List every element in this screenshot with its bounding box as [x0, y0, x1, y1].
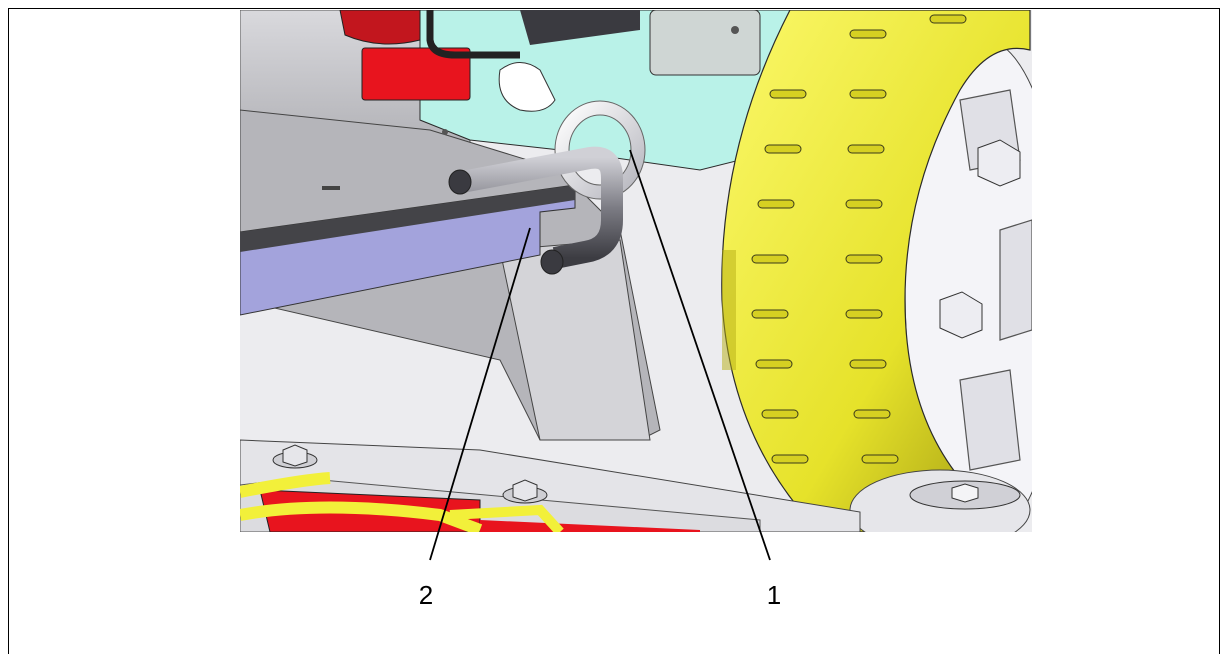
tread-slot	[849, 29, 887, 39]
reflector	[361, 47, 471, 101]
tow-ring-outline	[554, 100, 646, 200]
lamp-cable	[426, 10, 520, 59]
axle-bolt	[951, 483, 979, 503]
red-strip	[480, 520, 700, 532]
lamp-housing	[520, 10, 640, 45]
tread-slot	[849, 89, 887, 99]
bracket-hole	[498, 62, 556, 112]
callout-1: 1	[767, 580, 781, 610]
leader-line-2	[429, 227, 531, 561]
hitch-pin-tip	[540, 249, 564, 275]
tread-slot	[849, 359, 887, 369]
tow-ring	[555, 101, 645, 199]
tread-slot	[757, 199, 795, 209]
tread-slot	[755, 359, 793, 369]
tread-slot	[929, 14, 967, 24]
hitch-pin-end	[448, 169, 472, 195]
hub-spoke	[999, 219, 1032, 341]
slot-mark	[322, 186, 340, 190]
bracket-screw	[731, 26, 739, 34]
tread-slot	[861, 454, 899, 464]
tread-slot	[771, 454, 809, 464]
tread-slot	[751, 254, 789, 264]
tread-slot	[845, 254, 883, 264]
yellow-cable	[240, 472, 483, 532]
lug-nut	[939, 291, 983, 339]
bolt-head	[512, 479, 538, 502]
tread-slot	[751, 309, 789, 319]
tread-slot	[853, 409, 891, 419]
yellow-cable	[449, 504, 564, 532]
hitch-pin	[459, 146, 623, 269]
lug-nut	[977, 139, 1021, 187]
tread-slot	[845, 309, 883, 319]
tread-slot	[761, 409, 799, 419]
bracket-rivet	[442, 129, 448, 135]
figure-frame	[8, 8, 1220, 654]
leader-line-1	[629, 149, 771, 561]
tread-slot	[847, 144, 885, 154]
callout-2: 2	[419, 580, 433, 610]
hub-spoke	[959, 369, 1021, 471]
tire-edge	[722, 250, 736, 370]
tow-ring-inner	[568, 114, 632, 186]
bolt-head	[282, 444, 308, 467]
tread-slot	[764, 144, 802, 154]
tread-slot	[769, 89, 807, 99]
bracket-tab	[649, 10, 761, 76]
tire	[721, 10, 1031, 532]
tread-slot	[845, 199, 883, 209]
drawbar-top-edge	[240, 185, 575, 252]
tail-lamp	[339, 10, 421, 45]
